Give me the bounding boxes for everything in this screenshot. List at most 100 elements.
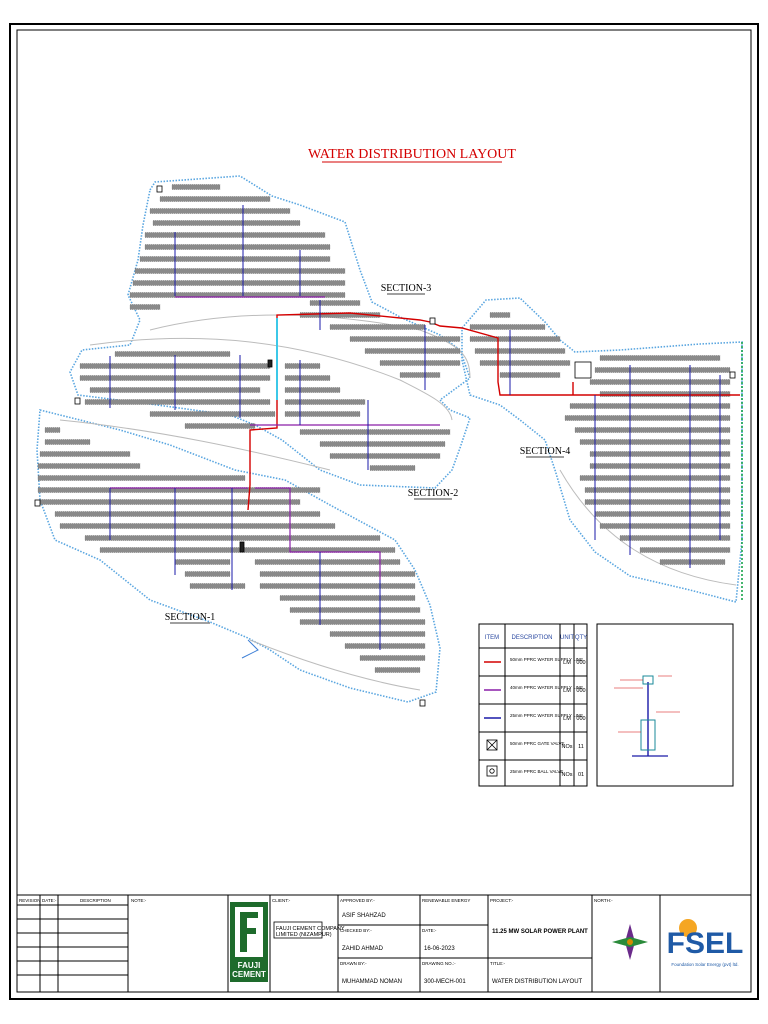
legend-table: ITEM DESCRIPTION UNIT QTY 50mm PPRC WATE… [478, 623, 588, 787]
panel-row-3 [149, 208, 291, 214]
section-labels: SECTION-1 SECTION-2 SECTION-3 SECTION-4 [165, 283, 571, 624]
marker-south [239, 541, 245, 553]
panel-row-64 [499, 372, 561, 378]
logo-text-fauji: FAUJI [238, 961, 261, 970]
legend-desc-40mm: 40mm PPRC WATER SUPPLY LINE [510, 685, 583, 690]
panel-row-11 [129, 304, 161, 310]
panel-row-27 [284, 399, 366, 405]
panel-row-18 [399, 372, 441, 378]
marker-valve-north [429, 317, 436, 325]
approved-by-value: ASIF SHAHZAD [342, 913, 386, 919]
approved-by-label: APPROVED BY:- [340, 898, 375, 903]
description-label: DESCRIPTION [80, 898, 111, 903]
panel-row-70 [564, 415, 731, 421]
fauji-cement-logo: FAUJI CEMENT [230, 902, 268, 982]
panel-row-7 [139, 256, 331, 262]
road-4 [249, 639, 421, 691]
panel-row-78 [594, 511, 731, 517]
panel-row-69 [569, 403, 731, 409]
project-value: 11.25 MW SOLAR POWER PLANT [492, 929, 588, 935]
marker-west [74, 397, 81, 405]
legend-qty-40mm: 000 [576, 688, 585, 694]
legend-qty-25mm: 000 [576, 716, 585, 722]
legend-desc-ball-valve: 25mm PPRC BALL VALVE [510, 769, 563, 774]
inlet-symbol [241, 639, 259, 659]
title-value: WATER DISTRIBUTION LAYOUT [492, 979, 583, 985]
checked-by-value: ZAHID AHMAD [342, 946, 384, 952]
panel-row-55 [329, 631, 426, 637]
ball-valve-icon [486, 765, 498, 777]
panel-row-15 [349, 336, 461, 342]
panel-row-38 [37, 463, 141, 469]
drawing-no-value: 300-MECH-001 [424, 979, 466, 985]
client-name-line1: FAUJI CEMENT COMPANY [276, 926, 345, 932]
panel-row-12 [309, 300, 361, 306]
panel-row-65 [599, 355, 721, 361]
panel-row-45 [99, 547, 396, 553]
legend-header-item: ITEM [485, 635, 499, 641]
panel-row-54 [299, 619, 426, 625]
drawn-by-label: DRAWN BY:- [340, 961, 367, 966]
road-1 [149, 314, 471, 379]
panel-row-67 [589, 379, 731, 385]
panel-row-63 [479, 360, 571, 366]
gate-valve-icon [486, 739, 498, 751]
marker-north [156, 185, 163, 193]
category-label: RENEWABLE ENERGY [422, 898, 470, 903]
section-label-4: SECTION-4 [520, 446, 571, 457]
client-label: CLIENT:- [272, 898, 291, 903]
panel-row-34 [369, 465, 416, 471]
panel-row-50 [189, 583, 246, 589]
panel-row-17 [379, 360, 461, 366]
panel-row-53 [289, 607, 421, 613]
panel-row-1 [171, 184, 221, 190]
legend-unit-ball-valve: NOs [562, 772, 573, 778]
road-3 [59, 419, 331, 471]
equipment-markers [34, 185, 736, 707]
panel-row-62 [474, 348, 566, 354]
site-boundary-east [461, 297, 743, 604]
date-value: 16-06-2023 [424, 946, 455, 952]
legend-unit-25mm: LM [563, 716, 571, 722]
inner-frame [16, 29, 752, 993]
legend-unit-50mm: LM [563, 660, 571, 666]
panel-row-56 [344, 643, 426, 649]
panel-row-77 [584, 499, 731, 505]
fsel-company-logo: FSEL Foundation Solar Energy (pvt) ltd. [667, 919, 744, 967]
panel-row-61 [469, 336, 561, 342]
fsel-logo-text: FSEL [667, 927, 744, 960]
section-label-1: SECTION-1 [165, 612, 216, 623]
panel-row-59 [489, 312, 511, 318]
panel-row-31 [299, 429, 451, 435]
pipe-40mm-network [110, 296, 440, 580]
legend-desc-50mm: 50mm PPRC WATER SUPPLY LINE [510, 657, 583, 662]
road-2 [89, 337, 453, 421]
panel-row-13 [299, 312, 381, 318]
panel-row-51 [259, 583, 416, 589]
panel-row-6 [144, 244, 331, 250]
panel-row-58 [374, 667, 421, 673]
panel-row-25 [284, 387, 341, 393]
panel-row-82 [659, 559, 726, 565]
site-boundary-north [69, 175, 471, 489]
legend-unit-40mm: LM [563, 688, 571, 694]
panel-row-23 [284, 375, 331, 381]
legend-desc-gate-valve: 50mm PPRC GATE VALVE [510, 741, 565, 746]
panel-row-30 [184, 423, 256, 429]
panel-row-60 [469, 324, 546, 330]
panel-row-39 [37, 475, 246, 481]
panel-row-81 [639, 547, 731, 553]
panel-row-19 [114, 351, 231, 357]
road-5 [559, 469, 737, 586]
panel-row-76 [584, 487, 731, 493]
panel-row-29 [284, 411, 361, 417]
client-name-line2: LIMITED (NIZAMPUR) [276, 932, 332, 938]
panel-row-21 [284, 363, 321, 369]
legend-header-unit: UNIT [560, 635, 574, 641]
panel-row-36 [44, 439, 91, 445]
drawing-no-label: DRAWING NO.:- [422, 961, 456, 966]
pipe-50mm-main-north [276, 312, 740, 396]
legend-desc-25mm: 25mm PPRC WATER SUPPLY LINE [510, 713, 583, 718]
pipe-25mm-network [109, 205, 721, 650]
